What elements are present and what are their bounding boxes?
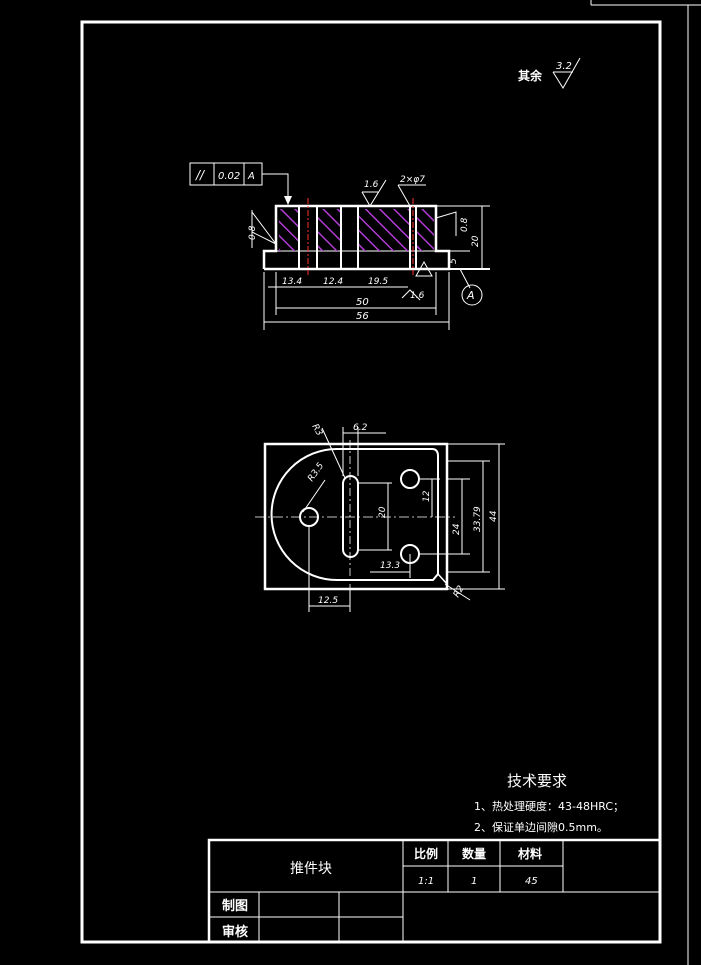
tech-req-item-1: 1、热处理硬度：43-48HRC；	[474, 799, 624, 813]
tech-req-title: 技术要求	[507, 772, 567, 790]
scale-label: 比例	[414, 846, 438, 861]
quantity-label: 数量	[462, 846, 486, 861]
material-label: 材料	[517, 846, 542, 861]
dim-24: 24	[452, 523, 462, 535]
dim-left: 12.5	[318, 596, 338, 606]
tolerance-frame: // 0.02 A	[189, 162, 292, 205]
hole-callout: 2×φ7	[400, 175, 425, 185]
dim-33-79: 33.79	[473, 506, 483, 532]
dim-hole-offset: 13.3	[380, 561, 400, 571]
tolerance-datum: A	[247, 171, 255, 182]
quantity-value: 1	[471, 876, 477, 887]
roughness-general-label: 其余	[518, 68, 543, 83]
general-roughness: 其余 3.2	[518, 57, 581, 89]
radius-large: R3	[309, 423, 324, 439]
sheet-trim	[590, 0, 701, 965]
parallelism-symbol: //	[195, 168, 206, 182]
section-view: // 0.02 A 1.6	[189, 162, 490, 330]
dim-44: 44	[489, 510, 499, 522]
dim-13-4: 13.4	[282, 277, 302, 287]
checked-label: 审核	[222, 924, 248, 940]
roughness-top: 1.6	[364, 180, 379, 190]
datum-label: A	[466, 289, 475, 302]
tolerance-value: 0.02	[218, 171, 240, 182]
material-value: 45	[525, 876, 538, 887]
dim-slot-width: 6.2	[353, 423, 368, 433]
dim-56: 56	[356, 311, 369, 322]
hatch-section-1	[279, 209, 299, 251]
part-name: 推件块	[290, 861, 332, 877]
dim-12-4: 12.4	[323, 277, 343, 287]
hatch-section-3	[358, 209, 410, 251]
dim-12: 12	[422, 490, 432, 502]
dim-50: 50	[356, 297, 369, 308]
plan-view: R3 R3.5 6.2 20 13.3 12.5	[255, 423, 505, 612]
hatch-section-2	[317, 209, 341, 251]
technical-requirements: 技术要求 1、热处理硬度：43-48HRC； 2、保证单边间隙0.5mm。	[474, 772, 624, 834]
roughness-left: 0.8	[248, 225, 258, 240]
dim-slot-length: 20	[378, 506, 388, 518]
dim-step: 5	[449, 258, 459, 264]
tech-req-item-2: 2、保证单边间隙0.5mm。	[474, 820, 608, 834]
roughness-right: 0.8	[460, 217, 470, 232]
hatch-section-4	[416, 209, 434, 251]
scale-value: 1:1	[418, 876, 434, 887]
title-block: 推件块 比例 数量 材料 1:1 1 45 制图 审核	[207, 838, 662, 944]
radius-hole: R3.5	[306, 461, 326, 484]
dim-19-5: 19.5	[368, 277, 388, 287]
roughness-general-value: 3.2	[556, 61, 572, 72]
dim-height: 20	[471, 235, 481, 247]
drawn-label: 制图	[222, 898, 248, 914]
radius-corner: R2	[452, 584, 467, 600]
roughness-bottom: 1.6	[410, 291, 425, 301]
